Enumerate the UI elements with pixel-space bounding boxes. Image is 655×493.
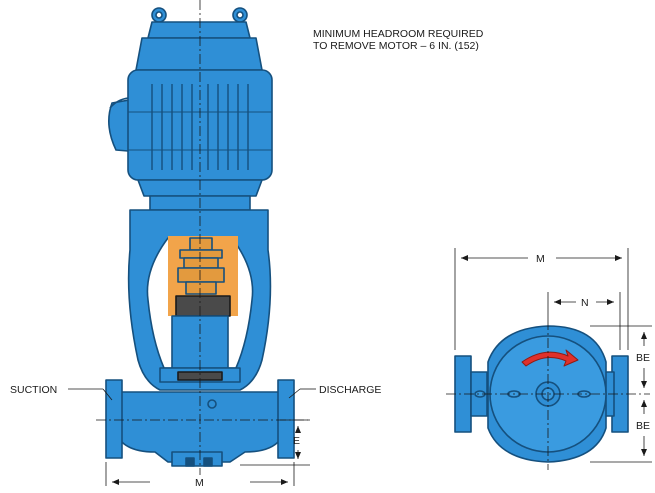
top-dimensions [454, 248, 652, 463]
top-centerlines [446, 320, 650, 470]
flange-height-label: E [293, 435, 300, 447]
front-view-pump [105, 7, 295, 467]
coupling [175, 237, 231, 317]
suction-flange [105, 379, 123, 459]
be-lower-label: BE [636, 420, 650, 432]
discharge-flange [277, 379, 295, 459]
rotation-arrow-icon [521, 349, 579, 367]
top-width-label: M [536, 253, 545, 265]
headroom-note: MINIMUM HEADROOM REQUIRED TO REMOVE MOTO… [313, 28, 483, 52]
suction-label: SUCTION [10, 384, 57, 396]
motor-top-cap [147, 21, 251, 39]
front-dimensions [68, 388, 316, 486]
front-centerlines [96, 0, 308, 475]
lifting-eye-icon [151, 7, 248, 23]
motor-fins [151, 84, 249, 170]
be-upper-label: BE [636, 352, 650, 364]
offset-label: N [581, 297, 589, 309]
headroom-note-line1: MINIMUM HEADROOM REQUIRED [313, 28, 484, 40]
discharge-label: DISCHARGE [319, 384, 381, 396]
front-width-label: M [195, 477, 204, 489]
headroom-note-line2: TO REMOVE MOTOR – 6 IN. (152) [313, 40, 479, 52]
